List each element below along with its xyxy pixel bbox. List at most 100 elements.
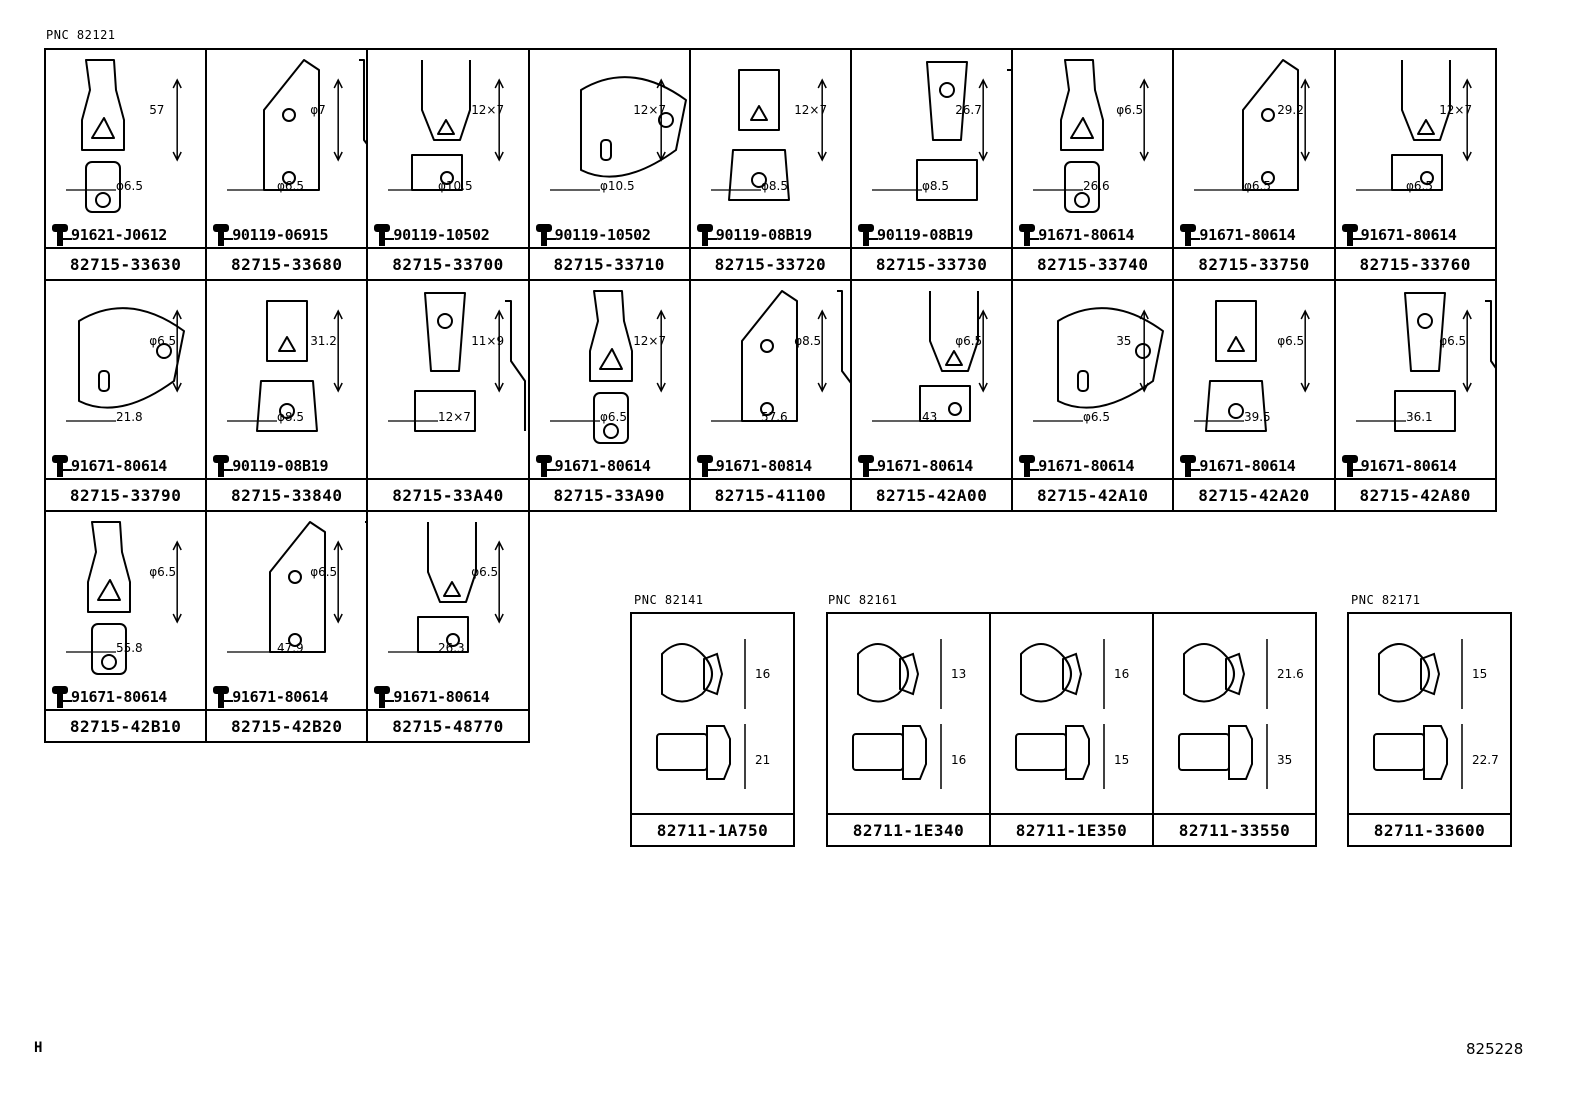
bolt-part-number: 90119-10502 [554,226,651,244]
bolt-callout: 91671-80614 [534,454,687,478]
part-number: 82715-42A10 [1013,478,1173,510]
dimension-label: φ8.5 [794,334,821,348]
bolt-icon [213,224,234,246]
dimension-label: 22.7 [1472,753,1499,767]
part-number: 82715-48770 [368,709,528,741]
dimension-label: 16 [755,667,770,681]
part-illustration: φ6.521.8 [65,307,185,424]
bolt-callout: 91671-80614 [856,454,1009,478]
dimension-label: 55.8 [116,641,143,655]
dimension-label: 39.5 [1244,410,1271,424]
bolt-callout: 90119-08B19 [211,454,364,478]
bolt-icon [52,686,72,708]
part-number: 82711-33550 [1154,813,1315,845]
dimension-label: 57.6 [761,410,788,424]
bolt-part-number: 91671-80614 [1199,457,1296,475]
bolt-icon [1019,224,1040,246]
dimension-label: 12×7 [633,103,666,117]
illustration-number: 825228 [1466,1040,1524,1058]
pnc-label-82141: PNC 82141 [634,593,704,607]
dimension-label: φ10.5 [438,179,473,193]
bolt-part-number: 90119-10502 [393,226,490,244]
bolt-part-number: 91671-80614 [877,457,974,475]
part-illustration: 26.7 φ8.5 [871,61,1012,201]
part-number: 82711-1E350 [991,813,1152,845]
part-number: 82715-41100 [690,478,850,510]
bolt-part-number: 91671-80614 [232,688,329,706]
bolt-icon [535,224,556,246]
bolt-icon [696,224,717,246]
part-number: 82715-42A80 [1335,478,1495,510]
bolt-icon [1180,455,1201,477]
part-illustration: 29.2φ6.5 [1194,59,1311,193]
dimension-label: 43 [922,410,937,424]
bolt-icon [858,224,878,246]
dimension-label: 26.6 [1083,179,1110,193]
part-illustration: φ6.5 55.8 [65,521,182,675]
dimension-label: 15 [1114,753,1129,767]
dimension-label: 12×7 [633,334,666,348]
part-number: 82715-33840 [207,478,367,510]
bolt-callout: 90119-10502 [534,223,687,247]
dimension-label: φ8.5 [922,179,949,193]
part-illustration: 12×7 φ6.5 [549,290,666,444]
bolt-part-number: 91671-80614 [393,688,490,706]
dimension-label: 15 [1472,667,1487,681]
bolt-part-number: 90119-06915 [232,226,329,244]
dimension-label: 26.7 [955,103,982,117]
pnc-label-82121: PNC 82121 [46,28,116,42]
part-number: 82711-1A750 [632,813,793,845]
part-number: 82711-1E340 [828,813,989,845]
bolt-callout: 91671-80614 [1340,223,1493,247]
bolt-icon [374,224,395,246]
dimension-label: φ6.5 [149,565,176,579]
bolt-callout: 91671-80814 [695,454,848,478]
dimension-label: 31.2 [310,334,337,348]
part-number: 82715-33710 [529,247,689,279]
dimension-label: φ6.5 [116,179,143,193]
bolt-icon [1019,455,1040,477]
bolt-part-number: 90119-08B19 [877,226,974,244]
part-number: 82715-42A20 [1174,478,1334,510]
bolt-callout: 91671-80614 [50,685,203,709]
dimension-label: 16 [951,753,966,767]
bolt-part-number: 90119-08B19 [715,226,812,244]
dimension-label: φ7 [310,103,326,117]
bolt-callout: 91671-80614 [372,685,525,709]
bolt-icon [1180,224,1201,246]
bolt-callout: 91671-80614 [1017,223,1170,247]
bolt-part-number: 91671-80614 [71,457,168,475]
dimension-label: φ6.5 [600,410,627,424]
part-illustration: φ6.526.3 [388,522,505,655]
bolt-icon [52,455,72,477]
part-number: 82715-33790 [46,478,206,510]
bolt-callout: 90119-10502 [372,223,525,247]
bolt-callout: 91671-80614 [1178,223,1331,247]
part-number: 82715-33680 [207,247,367,279]
bolt-part-number: 91671-80614 [1199,226,1296,244]
part-number: 82715-33760 [1335,247,1495,279]
bolt-part-number: 91671-80614 [1360,457,1457,475]
dimension-label: φ6.5 [1083,410,1110,424]
bolt-callout: 91671-80614 [1178,454,1331,478]
dimension-label: 12×7 [438,410,471,424]
part-illustration: φ6.526.6 [1033,59,1150,213]
part-illustration: φ6.547.9 [227,521,367,655]
part-illustration: 12×7φ8.5 [710,69,827,201]
footer-code-left: H [34,1040,43,1056]
part-number: 82715-42B10 [46,709,206,741]
bolt-callout: 91671-80614 [1017,454,1170,478]
dimension-label: 12×7 [794,103,827,117]
